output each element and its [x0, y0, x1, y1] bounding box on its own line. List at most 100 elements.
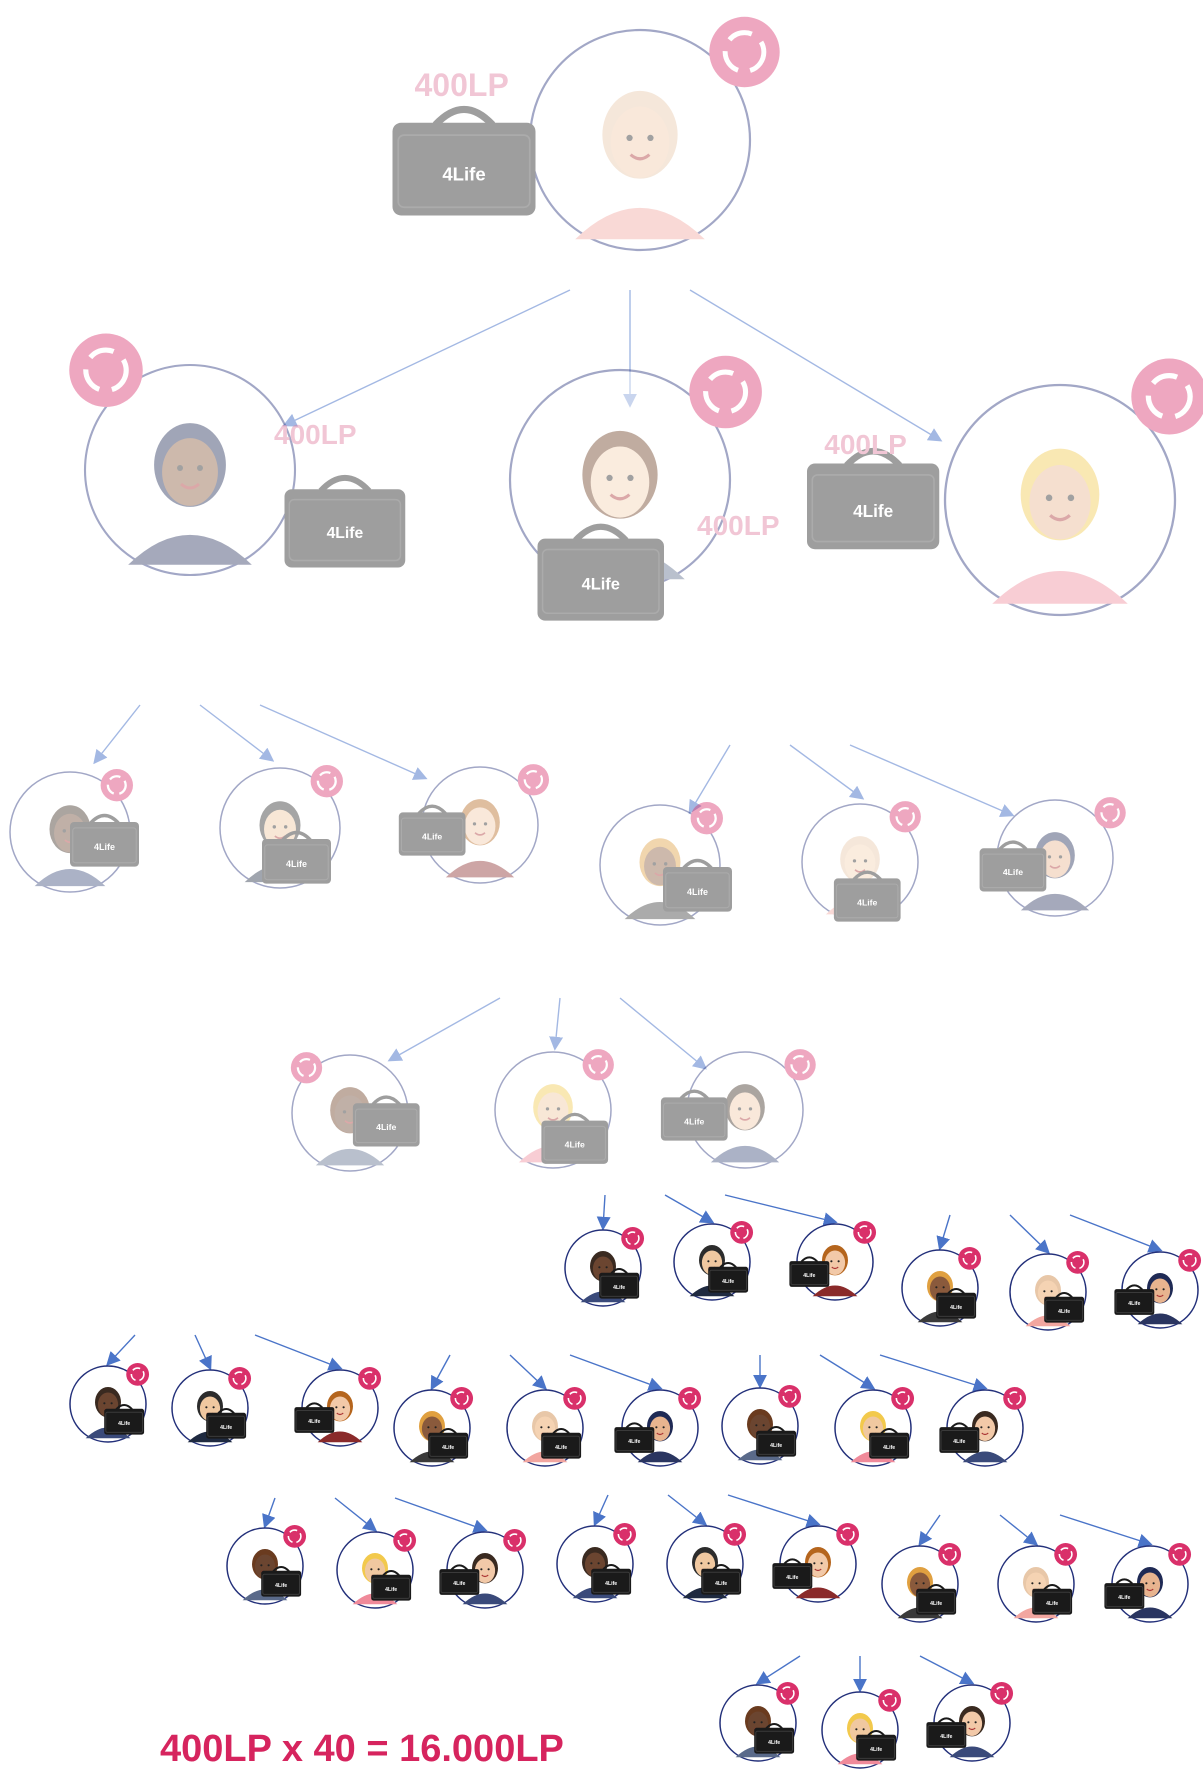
avatar-shirt — [949, 1746, 995, 1758]
connector-arrow — [999, 1514, 1039, 1546]
avatar-shirt — [992, 571, 1128, 604]
bag-brand-text: 4Life — [853, 501, 893, 521]
refresh-arrows — [296, 1058, 317, 1078]
bag-brand-text: 4Life — [870, 1747, 882, 1753]
person-node: 4Life — [1114, 1248, 1202, 1329]
bag-handle — [318, 474, 372, 494]
node-ring — [83, 363, 297, 577]
refresh-arrows — [1172, 1547, 1187, 1562]
avatar-mouth — [609, 493, 631, 501]
avatar-eye — [540, 1426, 543, 1429]
refresh-icon — [1054, 1542, 1078, 1566]
bag-icon: 4Life — [807, 448, 940, 550]
bag-seam — [940, 1430, 979, 1452]
bag-handle — [867, 1730, 885, 1737]
avatar-shirt — [462, 1593, 508, 1605]
person-node: 4Life — [801, 801, 921, 922]
node-ring — [943, 383, 1177, 617]
bag-seam — [295, 1410, 334, 1432]
person-node: 4Life — [506, 1386, 587, 1467]
avatar-eye — [545, 1107, 550, 1111]
bag-brand-text: 4Life — [613, 1285, 625, 1291]
bag-icon: 4Life — [439, 1564, 480, 1595]
avatar-hair — [1020, 448, 1100, 541]
avatar-eye — [283, 825, 288, 829]
person-node: 4Life — [439, 1528, 527, 1609]
avatar-eye — [73, 829, 78, 833]
bag-brand-text: 4Life — [565, 1139, 585, 1149]
bag-brand-text: 4Life — [442, 163, 485, 184]
bag-seam — [543, 1125, 606, 1161]
refresh-icon — [958, 1246, 982, 1270]
connector-arrow — [819, 1354, 876, 1390]
node-ring — [494, 1051, 612, 1169]
avatar-shirt — [1137, 1313, 1183, 1325]
bag-icon: 4Life — [754, 1723, 795, 1754]
bag-body — [660, 1097, 728, 1141]
avatar-face — [464, 807, 496, 845]
person-node: 4Life — [901, 1246, 982, 1327]
avatar-shirt — [34, 869, 106, 887]
refresh-badge-circle — [100, 769, 133, 802]
refresh-icon — [613, 1522, 637, 1546]
avatar-eye — [556, 1107, 561, 1111]
bag-icon: 4Life — [294, 1402, 335, 1433]
refresh-badge-circle — [582, 1049, 614, 1081]
bag-seam — [288, 498, 402, 562]
bag-brand-text: 4Life — [1003, 867, 1023, 877]
bag-brand-text: 4Life — [605, 1581, 617, 1587]
avatar-face — [537, 1092, 569, 1130]
bag-handle — [217, 1408, 235, 1415]
avatar-mouth — [629, 153, 651, 161]
bag-icon: 4Life — [869, 1428, 910, 1459]
refresh-icon — [709, 16, 780, 88]
bag-brand-text: 4Life — [275, 1583, 287, 1589]
bag-brand-text: 4Life — [950, 1305, 962, 1311]
refresh-badge-circle — [310, 765, 343, 798]
bag-seam — [709, 1269, 748, 1291]
person-node: 4Life — [939, 1386, 1027, 1467]
bag-body — [708, 1266, 749, 1293]
bag-brand-text: 4Life — [883, 1445, 895, 1451]
refresh-arrows — [454, 1391, 469, 1406]
avatar-shirt — [1127, 1607, 1173, 1619]
bag-icon: 4Life — [206, 1408, 247, 1439]
avatar-face — [610, 106, 670, 178]
refresh-badge-circle — [283, 1524, 307, 1548]
avatar-eye — [915, 1582, 918, 1585]
refresh-arrows — [523, 770, 544, 790]
refresh-badge-circle — [938, 1542, 962, 1566]
avatar-eye — [267, 1564, 270, 1567]
avatar-shirt — [518, 1145, 588, 1163]
refresh-badge-circle — [689, 355, 762, 429]
person-node: 4Life — [494, 1049, 614, 1169]
bag-brand-text: 4Life — [286, 859, 307, 869]
refresh-arrows — [882, 1693, 897, 1708]
avatar-shirt — [315, 1148, 385, 1166]
bag-seam — [541, 548, 660, 615]
bag-handle — [852, 870, 882, 881]
avatar-hair — [330, 1087, 370, 1134]
connector-arrow — [549, 997, 564, 1051]
bag-brand-text: 4Life — [715, 1581, 727, 1587]
bag-body — [70, 821, 139, 867]
bag-handle — [719, 1262, 737, 1269]
bag-body — [1032, 1588, 1073, 1615]
avatar-hair — [639, 838, 681, 887]
bag-handle — [767, 1426, 785, 1433]
connector-arrow — [689, 289, 943, 442]
avatar-eye — [212, 1406, 215, 1409]
bag-handle — [1115, 1578, 1134, 1585]
avatar-shirt — [825, 897, 895, 915]
node-ring — [508, 368, 732, 592]
node-ring — [599, 804, 721, 926]
avatar-eye — [547, 1426, 550, 1429]
connector-arrow — [194, 1334, 212, 1371]
avatar-face — [329, 1396, 351, 1421]
bag-body — [979, 848, 1047, 892]
refresh-icon — [776, 1681, 800, 1705]
bag-icon: 4Life — [1032, 1584, 1073, 1615]
avatar-face — [334, 1095, 366, 1133]
refresh-arrows — [734, 1225, 749, 1240]
avatar-mouth — [336, 1412, 344, 1416]
